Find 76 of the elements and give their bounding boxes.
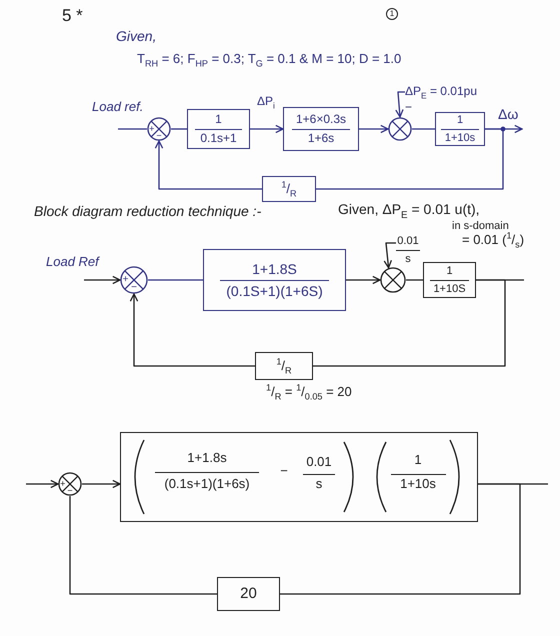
- signal-line: [280, 483, 521, 595]
- arrow: [359, 124, 389, 134]
- denominator: s: [405, 252, 411, 266]
- signal-label: ΔP$_{i}$: [257, 95, 275, 109]
- equation: = 0.01 ($^{1}$/$_{s}$): [462, 233, 524, 248]
- equation: $^{1}$/$_{R}$ = $^{1}$/$_{0.05}$ = 20: [266, 385, 352, 400]
- parameter-list: T$_{RH}$ = 6; F$_{HP}$ = 0.3; T$_{G}$ = 0.1 & M = 10; D = 1.0: [137, 52, 402, 67]
- numerator: 0.01: [397, 234, 419, 248]
- transfer-function-block: [283, 107, 359, 151]
- signal-line: [406, 279, 423, 281]
- section-heading: Block diagram reduction technique :-: [34, 203, 262, 220]
- minus-sign: −: [131, 283, 137, 294]
- minus-sign: −: [156, 132, 162, 141]
- arrow: [84, 276, 121, 284]
- signal-line: [118, 128, 147, 130]
- arrow: [154, 140, 262, 190]
- summing-junction: [58, 472, 82, 496]
- numerator: 1: [215, 112, 222, 126]
- plus-sign: +: [149, 124, 154, 134]
- numerator: 1: [456, 114, 464, 126]
- signal-label: Δω: [498, 106, 518, 122]
- denominator: 1+10S: [433, 282, 466, 296]
- numerator: 1+1.8s: [187, 451, 227, 466]
- gain-text: 20: [240, 585, 257, 603]
- disturbance-label: ΔP$_{E}$ = 0.01pu: [405, 85, 478, 99]
- signal-label: Load ref.: [92, 100, 144, 115]
- transfer-function-block: [203, 249, 346, 311]
- problem-number: 5 *: [62, 6, 83, 26]
- gain-block: [262, 176, 316, 202]
- arrow: [130, 293, 255, 367]
- plus-sign: +: [122, 275, 129, 285]
- transfer-function-block: [423, 262, 476, 298]
- numerator: 1+6×0.3s: [296, 112, 346, 126]
- transfer-function-block: [187, 109, 250, 149]
- transfer-function-block: [120, 432, 478, 522]
- summing-junction: [147, 117, 171, 141]
- arrow: [82, 480, 121, 488]
- denominator: 1+6s: [308, 132, 334, 146]
- numerator: 1: [446, 264, 453, 278]
- arrow: [26, 480, 59, 488]
- minus-sign: −: [280, 464, 288, 479]
- summing-junction: [388, 117, 412, 141]
- denominator: 1+10s: [444, 132, 476, 144]
- arrow: [250, 124, 284, 134]
- signal-label: Load Ref: [46, 255, 99, 270]
- numerator: 1: [414, 453, 422, 468]
- gain-block: [255, 352, 313, 380]
- numerator: 1+1.8S: [252, 261, 297, 278]
- transfer-function-block: [435, 112, 485, 146]
- summing-junction: [120, 266, 148, 294]
- gain-text: $^{1}$/$_{R}$: [276, 358, 292, 374]
- denominator: (0.1s+1)(1+6s): [164, 477, 250, 492]
- denominator: 1+10s: [400, 477, 436, 492]
- signal-line: [316, 128, 504, 190]
- arrow: [384, 242, 396, 268]
- denominator: s: [316, 477, 322, 492]
- note: in s-domain: [452, 220, 509, 232]
- signal-line: [171, 128, 187, 130]
- minus-sign: −: [67, 486, 73, 496]
- denominator: (0.1S+1)(1+6S): [226, 282, 323, 299]
- gain-block: [217, 577, 280, 611]
- note: Given, ΔP$_{E}$ = 0.01 u(t),: [338, 201, 480, 218]
- denominator: 0.1s+1: [200, 132, 237, 146]
- numerator: 0.01: [306, 455, 332, 470]
- arrow: [346, 276, 381, 284]
- signal-line: [313, 279, 506, 367]
- summing-junction: [380, 267, 406, 293]
- plus-sign: +: [60, 480, 66, 488]
- minus-sign: −: [405, 101, 412, 115]
- gain-text: $^{1}$/$_{R}$: [281, 182, 297, 196]
- heading: Given,: [116, 28, 156, 44]
- signal-line: [412, 128, 435, 130]
- page-number: 1: [386, 8, 398, 20]
- signal-line: [69, 496, 217, 595]
- signal-line: [148, 279, 203, 281]
- arrow: [395, 91, 405, 118]
